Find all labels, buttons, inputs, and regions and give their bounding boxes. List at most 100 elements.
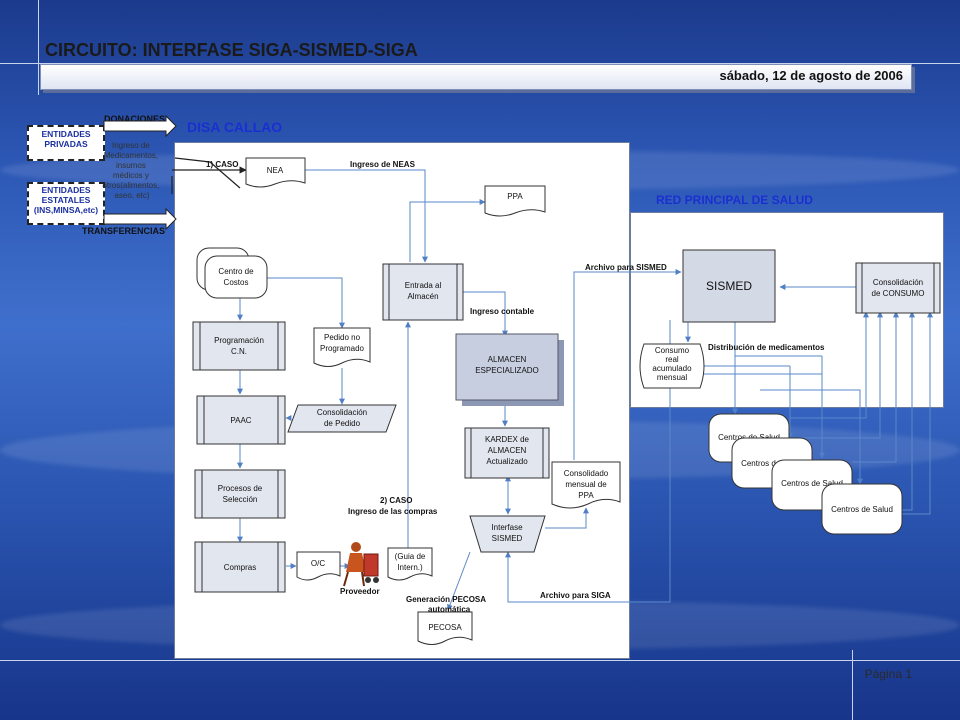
sismed-box: SISMED [682,249,776,323]
paac-box: PAAC [196,395,286,445]
connector-to-cs4 [760,389,863,485]
centro-costos-stack: C Centro de Costos [196,247,268,299]
procesos-line1: Procesos de [218,484,263,493]
pedido-line1: Pedido no [324,333,361,342]
oc-document: O/C [296,551,341,581]
interfase-line2: SISMED [492,534,523,543]
connector-entrada-almacen [460,291,508,337]
entrada-line1: Entrada al [405,281,442,290]
consolidacion-line2: de Pedido [324,419,361,428]
consolidacion-consumo-line2: de CONSUMO [872,289,925,298]
header-rule-vertical [38,0,39,95]
consolidacion-line1: Consolidación [317,408,367,417]
nea-label: NEA [267,166,284,175]
pecosa-document: PECOSA [417,611,473,645]
consolidacion-consumo-line1: Consolidación [873,278,923,287]
consolidado-ppa-document: Consolidado mensual de PPA [551,461,621,509]
archivo-sismed-label: Archivo para SISMED [585,263,667,272]
almacen-especializado-box: ALMACEN ESPECIALIZADO [455,333,564,406]
date-text: sábado, 12 de agosto de 2006 [719,68,903,83]
proveedor-icon [343,542,379,587]
kardex-line3: Actualizado [486,457,528,466]
ppa-document: PPA [484,185,546,217]
centros-salud-label: Centros de Salud [781,479,843,488]
generacion-label: Generación PECOSA [406,595,486,604]
date-bar: sábado, 12 de agosto de 2006 [40,64,912,90]
transferencias-label: TRANSFERENCIAS [82,226,166,236]
interfase-line1: Interfase [491,523,523,532]
entidades-estatales-label: ENTIDADES ESTATALES (INS,MINSA,etc) [33,185,99,215]
connector-cs-consolidacion-2 [852,311,899,463]
ingreso-line: médicos y [113,171,149,180]
connector-cs-consolidacion-3 [902,311,915,511]
connector-archivo-siga [505,320,671,603]
sismed-label: SISMED [706,279,752,293]
compras-box: Compras [194,541,286,593]
pedido-no-programado-document: Pedido no Programado [313,327,371,367]
connector-interfase-ppa [545,507,589,529]
donaciones-label: DONACIONES [104,114,166,124]
ingreso-line: insumos [116,161,146,170]
red-principal-title: RED PRINCIPAL DE SALUD [656,193,813,207]
consolidado-line2: mensual de [565,480,607,489]
caso1-label: 1) CASO [206,160,238,169]
centros-salud-label: Centros de Salud [831,505,893,514]
connector-caso1 [174,157,241,189]
kardex-box: KARDEX de ALMACEN Actualizado [464,427,550,479]
consolidacion-consumo-box: Consolidación de CONSUMO [855,262,941,314]
transferencias-arrow [103,207,177,231]
header-rule [0,63,960,64]
proveedor-label: Proveedor [340,587,380,596]
pecosa-label: PECOSA [428,623,462,632]
footer-rule [0,660,960,661]
oc-label: O/C [311,559,325,568]
programacion-line1: Programación [214,336,264,345]
footer-rule-vertical [852,650,853,720]
paac-label: PAAC [230,416,251,425]
consumo-line3: acumulado [652,364,692,373]
almacen-line1: ALMACEN [488,355,527,364]
consolidacion-pedido-shape: Consolidación de Pedido [287,404,397,433]
ingreso-contable-label: Ingreso contable [470,307,535,316]
guia-document: (Guia de Intern.) [387,547,433,581]
distribucion-label: Distribución de medicamentos [708,343,825,352]
caso2-sublabel: Ingreso de las compras [348,507,438,516]
consumo-line4: mensual [657,373,687,382]
connector-cs-consolidacion-1 [792,311,883,439]
connector-interfase-pecosa [447,551,471,611]
consumo-real-shape: Consumo real acumulado mensual [639,343,705,389]
connector-archivo-sismed [573,269,682,460]
ingreso-line: Ingreso de [112,141,150,150]
ingreso-neas-label: Ingreso de NEAS [350,160,416,169]
entidades-privadas-label: ENTIDADES PRIVADAS [41,129,91,149]
ingreso-line: Medicamentos, [104,151,158,160]
disa-callao-title: DISA CALLAO [187,119,283,135]
kardex-line2: ALMACEN [488,446,527,455]
guia-line1: (Guia de [395,552,426,561]
procesos-line2: Selección [223,495,258,504]
generacion-sublabel: automática [428,605,471,614]
consolidado-line3: PPA [578,491,594,500]
consumo-line2: real [665,355,679,364]
centros-salud-4: Centros de Salud [821,483,903,535]
caso2-label: 2) CASO [380,496,412,505]
entidades-privadas-box: ENTIDADES PRIVADAS [27,125,105,161]
programacion-line2: C.N. [231,347,247,356]
ppa-label: PPA [507,192,523,201]
compras-label: Compras [224,563,256,572]
centro-costos-line1: Centro de [218,267,254,276]
guia-line2: Intern.) [397,563,423,572]
kardex-line1: KARDEX de [485,435,530,444]
ingreso-line: aseo, etc) [114,191,149,200]
programacion-box: Programación C.N. [192,321,286,371]
connector-costos-pedido [255,277,345,329]
centro-costos-line2: Costos [224,278,249,287]
entrada-almacen-box: Entrada al Almacén [382,263,464,321]
almacen-line2: ESPECIALIZADO [475,366,539,375]
consolidado-line1: Consolidado [564,469,609,478]
connector-entrada-ppa [409,199,486,262]
ingreso-medicamentos-text: Ingreso de Medicamentos, insumos médicos… [102,141,161,200]
